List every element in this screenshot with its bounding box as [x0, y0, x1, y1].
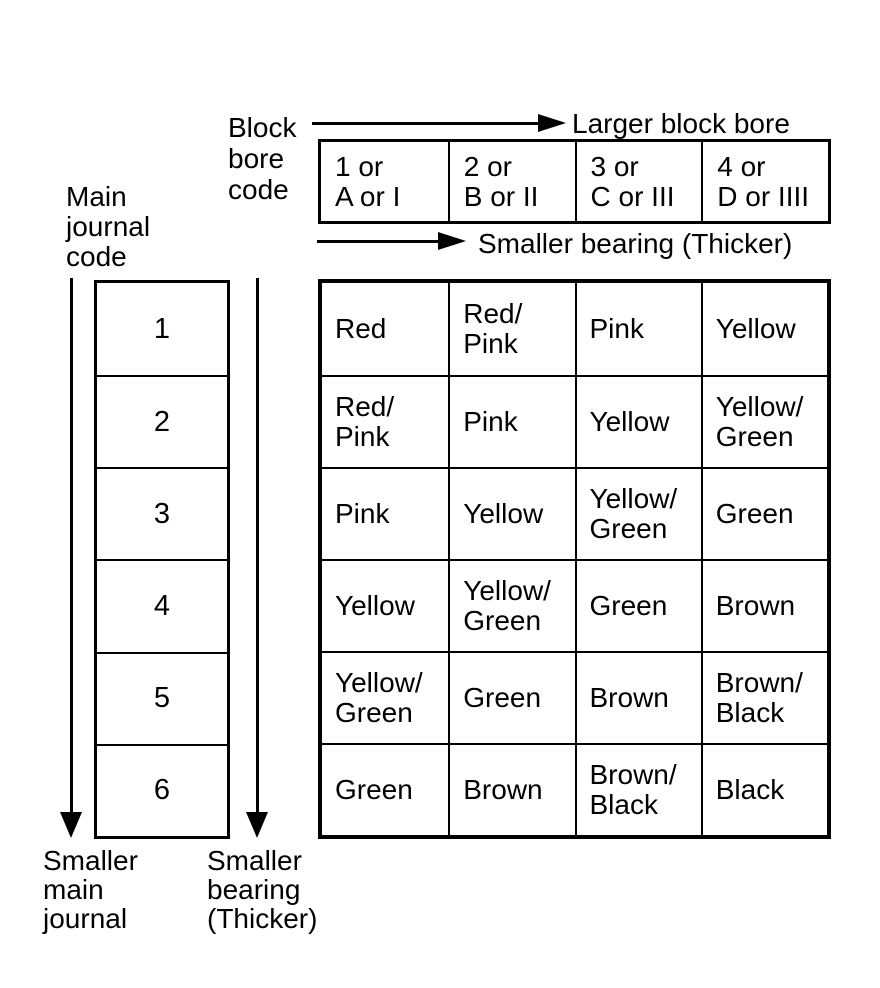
down-arrow-icon: [246, 812, 268, 838]
bearing-color-cell: Black: [700, 743, 827, 835]
block-bore-header-cell: 3 or C or III: [574, 142, 702, 221]
bearing-color-cell: Yellow/ Green: [322, 651, 449, 743]
down-arrow-shaft: [70, 278, 73, 813]
bearing-color-cell: Yellow: [700, 283, 827, 375]
main-journal-code-table: 1 2 3 4 5 6: [94, 280, 230, 839]
bearing-color-cell: Pink: [322, 467, 449, 559]
bearing-color-cell: Green: [700, 467, 827, 559]
block-bore-header-cell: 1 or A or I: [335, 150, 401, 212]
journal-code-cell: 6: [97, 743, 227, 836]
down-arrow-icon: [60, 812, 82, 838]
bearing-color-cell: Pink: [448, 375, 575, 467]
smaller-main-journal-label: Smaller main journal: [43, 845, 138, 934]
right-arrow-shaft: [317, 240, 438, 243]
block-bore-header-cell: 4 or D or IIII: [701, 142, 828, 221]
bearing-color-cell: Yellow/ Green: [574, 467, 701, 559]
bearing-color-cell: Brown: [574, 651, 701, 743]
bearing-color-cell: Brown/ Black: [574, 743, 701, 835]
bearing-color-cell: Red/ Pink: [448, 283, 574, 375]
bearing-color-cell: Pink: [574, 283, 701, 375]
bearing-color-cell: Green: [322, 743, 449, 835]
journal-code-cell: 4: [97, 559, 227, 651]
smaller-bearing-bottom-label: Smaller bearing (Thicker): [207, 845, 318, 934]
bearing-color-cell: Yellow: [448, 467, 575, 559]
block-bore-code-header-table: 1 or A or I 2 or B or II 3 or C or III 4…: [318, 139, 831, 224]
right-arrow-shaft: [312, 122, 538, 125]
bearing-color-cell: Brown: [700, 559, 827, 651]
journal-code-cell: 1: [153, 312, 171, 345]
journal-code-cell: 2: [97, 375, 227, 467]
bearing-color-cell: Red/ Pink: [322, 375, 449, 467]
larger-block-bore-label: Larger block bore: [572, 108, 790, 139]
right-arrow-icon: [538, 114, 566, 132]
down-arrow-shaft: [256, 278, 259, 813]
bearing-color-table: Red Red/ Pink Pink Yellow Red/ Pink Pink…: [318, 279, 831, 839]
block-bore-code-label: Block bore code: [228, 112, 297, 205]
journal-code-cell: 5: [97, 651, 227, 744]
right-arrow-icon: [438, 232, 466, 250]
smaller-bearing-top-label: Smaller bearing (Thicker): [478, 228, 793, 259]
main-journal-code-label: Main journal code: [66, 181, 151, 272]
bearing-color-cell: Yellow/ Green: [448, 559, 575, 651]
journal-code-cell: 3: [97, 467, 227, 559]
bearing-color-cell: Brown/ Black: [700, 651, 827, 743]
block-bore-header-cell: 2 or B or II: [447, 142, 575, 221]
bearing-color-cell: Green: [448, 651, 575, 743]
bearing-color-cell: Green: [574, 559, 701, 651]
bearing-color-cell: Brown: [448, 743, 575, 835]
bearing-color-cell: Yellow: [574, 375, 701, 467]
bearing-color-cell: Yellow: [322, 559, 449, 651]
bearing-color-cell: Yellow/ Green: [700, 375, 827, 467]
bearing-color-cell: Red: [335, 313, 387, 344]
